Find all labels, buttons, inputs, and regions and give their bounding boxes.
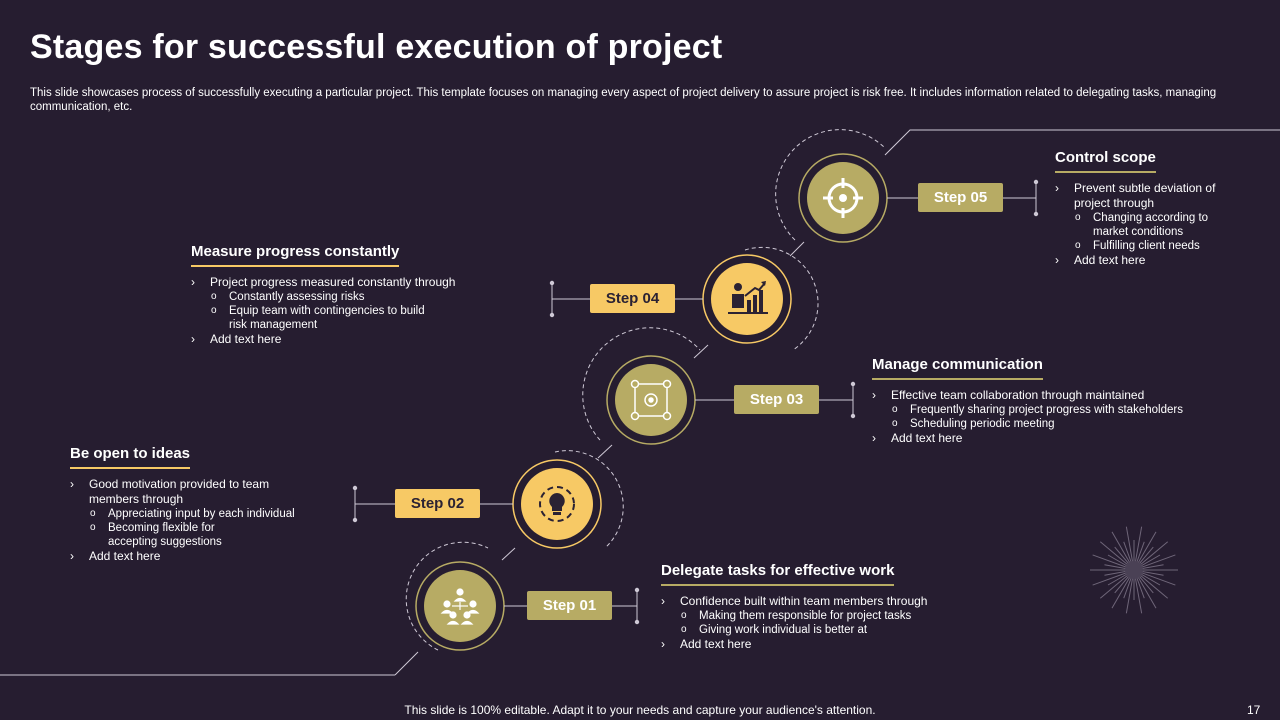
sub-list-item: Becoming flexible for accepting suggesti… bbox=[70, 521, 248, 549]
step-04-heading: Measure progress constantly bbox=[191, 243, 400, 267]
sub-list-item: Frequently sharing project progress with… bbox=[872, 403, 1232, 417]
connector-dots bbox=[352, 179, 1039, 625]
dashed-arcs bbox=[405, 129, 886, 651]
starburst-decoration bbox=[1090, 526, 1178, 614]
sub-list-item: Changing according to market conditions bbox=[1055, 211, 1235, 239]
step-05-heading: Control scope bbox=[1055, 149, 1156, 173]
idea-bulb-icon bbox=[539, 486, 575, 522]
step-05-text-block: Control scope Prevent subtle deviation o… bbox=[1055, 149, 1235, 268]
step-04-circle bbox=[711, 263, 783, 335]
list-item: Add text here bbox=[872, 431, 1232, 446]
team-network-icon bbox=[440, 588, 480, 625]
step-03-heading: Manage communication bbox=[872, 356, 1043, 380]
step-04-text-block: Measure progress constantly Project prog… bbox=[191, 243, 491, 347]
step-03-text-block: Manage communication Effective team coll… bbox=[872, 356, 1232, 446]
list-item: Good motivation provided to team members… bbox=[70, 477, 320, 507]
list-item: Add text here bbox=[191, 332, 491, 347]
step-01-label: Step 01 bbox=[527, 591, 612, 620]
communication-gear-icon bbox=[630, 379, 672, 421]
growth-chart-icon bbox=[728, 281, 768, 314]
step-01-heading: Delegate tasks for effective work bbox=[661, 562, 895, 586]
step-02-label: Step 02 bbox=[395, 489, 480, 518]
target-crosshair-icon bbox=[823, 178, 863, 218]
connector-lines bbox=[354, 182, 1037, 622]
list-item: Add text here bbox=[661, 637, 981, 652]
sub-list-item: Fulfilling client needs bbox=[1055, 239, 1235, 253]
footer-note: This slide is 100% editable. Adapt it to… bbox=[404, 703, 876, 717]
sub-list-item: Appreciating input by each individual bbox=[70, 507, 320, 521]
staircase-lines bbox=[0, 129, 1280, 676]
list-item: Confidence built within team members thr… bbox=[661, 594, 981, 609]
page-subtitle: This slide showcases process of successf… bbox=[30, 87, 1217, 113]
step-04-label: Step 04 bbox=[590, 284, 675, 313]
step-02-heading: Be open to ideas bbox=[70, 445, 191, 469]
list-item: Add text here bbox=[1055, 253, 1235, 268]
sub-list-item: Constantly assessing risks bbox=[191, 290, 491, 304]
list-item: Project progress measured constantly thr… bbox=[191, 275, 491, 290]
step-04-list: Project progress measured constantly thr… bbox=[191, 275, 491, 347]
step-01-text-block: Delegate tasks for effective work Confid… bbox=[661, 562, 981, 652]
list-item: Add text here bbox=[70, 549, 320, 564]
step-01-list: Confidence built within team members thr… bbox=[661, 594, 981, 652]
step-05-list: Prevent subtle deviation of project thro… bbox=[1055, 181, 1235, 268]
sub-list-item: Scheduling periodic meeting bbox=[872, 417, 1232, 431]
list-item: Effective team collaboration through mai… bbox=[872, 388, 1232, 403]
page-title: Stages for successful execution of proje… bbox=[30, 28, 723, 66]
list-item: Prevent subtle deviation of project thro… bbox=[1055, 181, 1235, 211]
sub-list-item: Giving work individual is better at bbox=[661, 623, 981, 637]
step-02-list: Good motivation provided to team members… bbox=[70, 477, 320, 564]
sub-list-item: Making them responsible for project task… bbox=[661, 609, 981, 623]
step-05-label: Step 05 bbox=[918, 183, 1003, 212]
step-03-label: Step 03 bbox=[734, 385, 819, 414]
step-02-text-block: Be open to ideas Good motivation provide… bbox=[70, 445, 320, 564]
page-number: 17 bbox=[1247, 703, 1261, 717]
step-03-list: Effective team collaboration through mai… bbox=[872, 388, 1232, 446]
sub-list-item: Equip team with contingencies to build r… bbox=[191, 304, 444, 332]
